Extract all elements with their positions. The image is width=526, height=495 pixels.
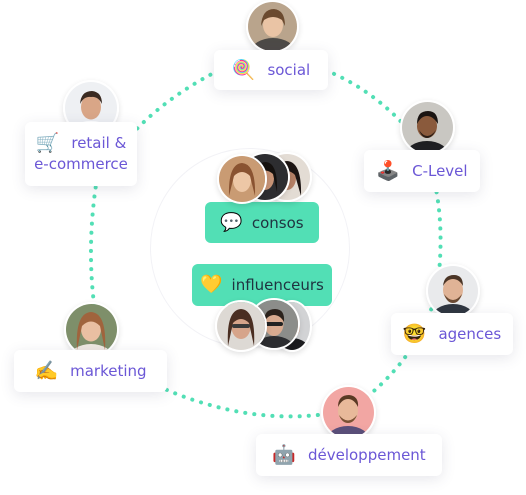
center-influenceurs: 💛 influenceurs bbox=[192, 264, 332, 306]
avatar-marketing-woman bbox=[64, 302, 119, 357]
joystick-icon: 🕹️ bbox=[376, 159, 401, 182]
robot-arm-icon: 🤖 bbox=[272, 443, 296, 466]
node-social-label: social bbox=[267, 61, 311, 79]
avatar-influencer-woman bbox=[215, 300, 267, 352]
node-retail-ecommerce: 🛒 retail & e-commerce bbox=[25, 122, 137, 186]
avatar-agences-man bbox=[426, 264, 480, 318]
center-consos: 💬 consos bbox=[205, 202, 319, 243]
node-agences: 🤓 agences bbox=[391, 313, 513, 355]
node-developpement: 🤖 développement bbox=[256, 434, 442, 476]
speech-bubble-icon: 💬 bbox=[220, 211, 243, 233]
center-influenceurs-label: influenceurs bbox=[231, 276, 324, 294]
node-retail-label-line1: retail & bbox=[71, 134, 127, 152]
avatar-consos-woman-1 bbox=[217, 154, 267, 204]
center-consos-label: consos bbox=[251, 213, 304, 232]
node-developpement-label: développement bbox=[307, 446, 426, 464]
shopping-cart-icon: 🛒 bbox=[35, 132, 60, 154]
node-clevel: 🕹️ C-Level bbox=[364, 150, 480, 192]
avatar-clevel-man bbox=[400, 100, 455, 155]
node-marketing-label: marketing bbox=[70, 362, 147, 380]
node-retail-label-line2: e-commerce bbox=[34, 155, 128, 173]
yellow-heart-icon: 💛 bbox=[200, 274, 223, 295]
nerd-face-icon: 🤓 bbox=[402, 322, 427, 345]
node-clevel-label: C-Level bbox=[412, 162, 468, 180]
avatar-dev-man bbox=[321, 385, 376, 440]
node-social: 🍭 social bbox=[214, 50, 328, 90]
lollipop-icon: 🍭 bbox=[231, 58, 256, 81]
avatar-social-woman bbox=[246, 0, 299, 53]
writing-hand-icon: ✍️ bbox=[34, 359, 59, 382]
node-agences-label: agences bbox=[438, 325, 502, 343]
node-marketing: ✍️ marketing bbox=[14, 350, 167, 392]
